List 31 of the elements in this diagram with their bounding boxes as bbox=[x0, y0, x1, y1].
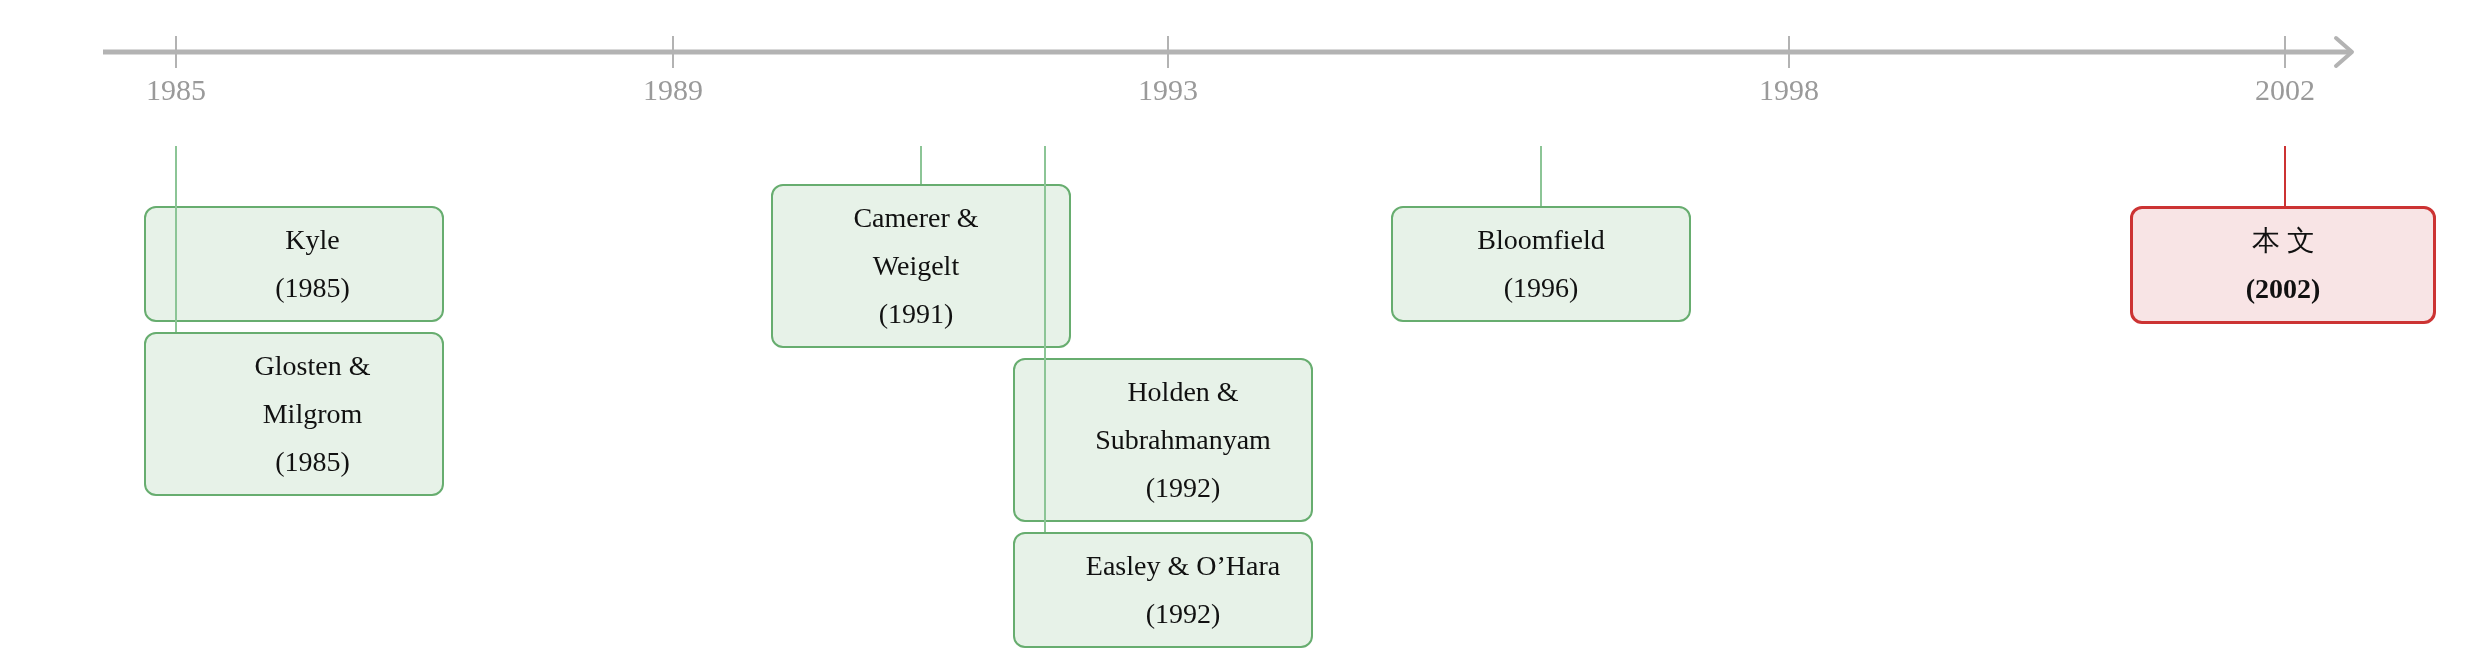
connector-line bbox=[920, 145, 922, 185]
event-card bbox=[771, 184, 1071, 348]
year-text: (1992) bbox=[1145, 471, 1221, 505]
year-label: 2002 bbox=[2255, 72, 2315, 108]
connector-line bbox=[175, 145, 177, 333]
year-text: (1985) bbox=[275, 271, 350, 305]
year-label: 1993 bbox=[1138, 72, 1198, 108]
event-card bbox=[1013, 358, 1313, 522]
author-text: Bloomfield bbox=[1477, 223, 1605, 257]
year-text: (1985) bbox=[275, 445, 350, 479]
author-text: Kyle bbox=[285, 223, 340, 257]
event-card bbox=[1013, 532, 1313, 648]
year-label: 1998 bbox=[1759, 72, 1819, 108]
year-text: (1991) bbox=[878, 297, 954, 331]
connector-line bbox=[1044, 145, 1046, 533]
author-text: Holden & Subrahmanyam bbox=[1094, 375, 1272, 457]
author-text: Easley & O’Hara bbox=[1085, 549, 1281, 583]
year-text: (1996) bbox=[1503, 271, 1579, 305]
year-label: 1985 bbox=[146, 72, 206, 108]
connector-line bbox=[2284, 145, 2286, 207]
event-card bbox=[144, 332, 444, 496]
author-text: Glosten & Milgrom bbox=[253, 349, 372, 431]
event-card bbox=[1391, 206, 1691, 322]
year-text: (2002) bbox=[2245, 272, 2321, 306]
event-card bbox=[144, 206, 444, 322]
title-text: 本 文 bbox=[2251, 224, 2315, 258]
connector-line bbox=[1540, 145, 1542, 207]
year-text: (1992) bbox=[1145, 597, 1221, 631]
author-text: Camerer & Weigelt bbox=[852, 201, 980, 283]
event-card bbox=[2130, 206, 2436, 324]
year-label: 1989 bbox=[643, 72, 703, 108]
